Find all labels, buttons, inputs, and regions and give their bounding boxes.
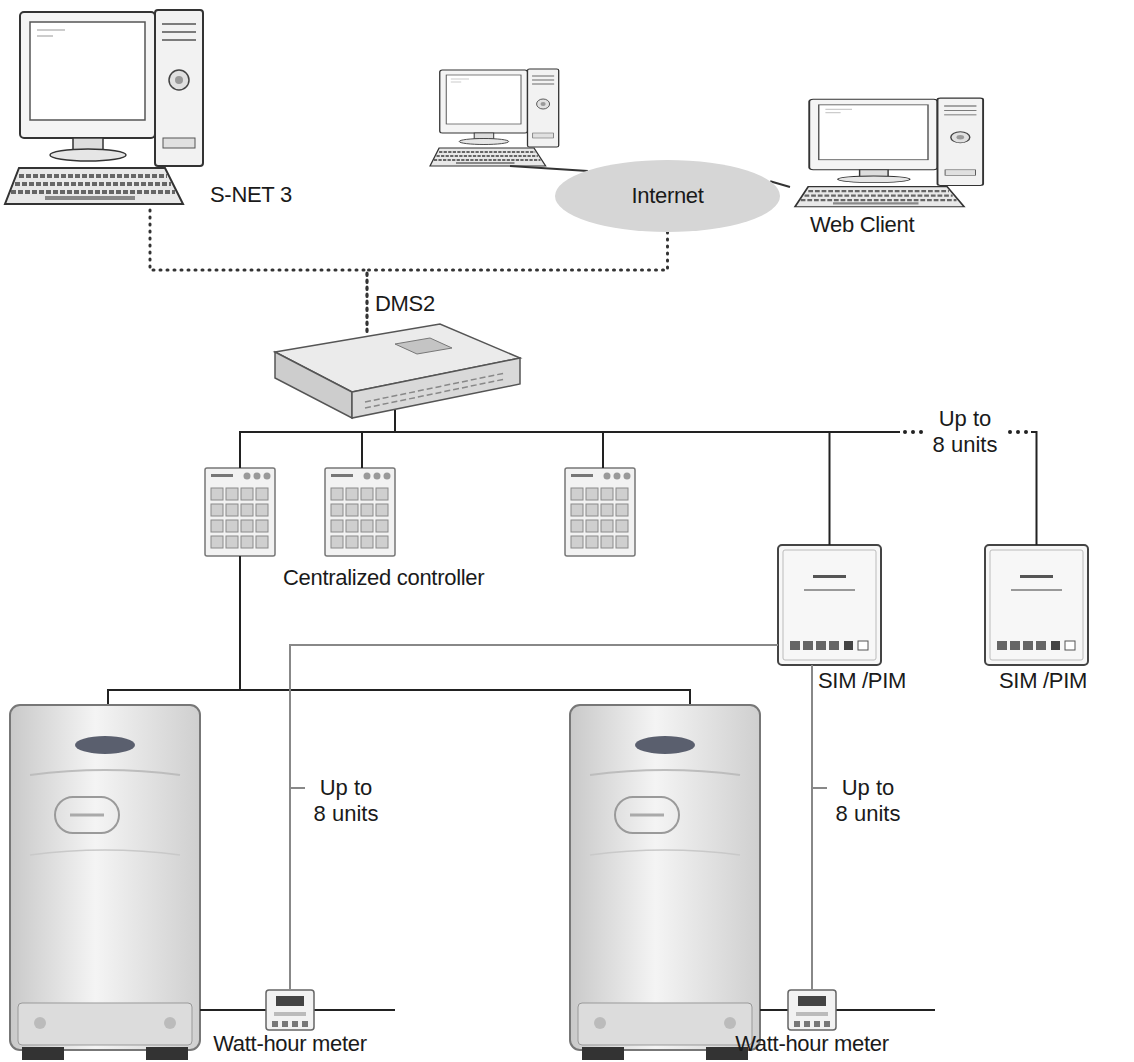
node-label: SIM /PIM <box>999 669 1087 694</box>
web-client-computer <box>795 98 983 207</box>
meter-device <box>266 990 314 1030</box>
meter-wire <box>290 645 778 990</box>
node-label: Web Client <box>810 213 914 238</box>
sim-pim-module: SIM /PIM <box>985 545 1088 665</box>
dotted-network-link <box>150 210 367 334</box>
outdoor-unit <box>570 705 760 1060</box>
centralized-controller: Centralized controller <box>205 468 275 556</box>
count-note: Up to 8 units <box>931 406 999 459</box>
bus-wire <box>240 410 395 468</box>
web-client-pc: Web Client <box>790 95 990 205</box>
dotted-network-link <box>367 232 668 334</box>
sim-pim-unit <box>985 545 1088 665</box>
dms2-device <box>275 324 520 418</box>
meter-device <box>788 990 836 1030</box>
node-label: DMS2 <box>375 292 435 317</box>
ellipse-shape <box>555 160 780 232</box>
node-label: Internet <box>631 184 703 209</box>
controller-wires <box>108 432 690 705</box>
sim-pim-module: SIM /PIM <box>778 545 881 665</box>
client-computer <box>430 69 559 166</box>
count-note: Up to 8 units <box>312 775 380 828</box>
node-label: SIM /PIM <box>818 669 906 694</box>
controller-unit <box>565 468 635 556</box>
watt-hour-meter: Watt-hour meter <box>788 990 836 1030</box>
node-label: Watt-hour meter <box>213 1032 367 1057</box>
dms2-controller: DMS2 <box>272 334 524 410</box>
node-label: Centralized controller <box>283 566 484 591</box>
network-wire <box>510 166 588 171</box>
s-net-computer <box>5 10 203 204</box>
count-note: Up to 8 units <box>834 775 902 828</box>
controller-unit <box>205 468 275 556</box>
meter-wire <box>811 665 813 990</box>
server-pc: S-NET 3 <box>5 5 205 210</box>
controller-unit <box>325 468 395 556</box>
outdoor-unit <box>10 705 200 1060</box>
watt-hour-meter: Watt-hour meter <box>266 990 314 1030</box>
node-label: S-NET 3 <box>210 183 292 208</box>
bus-wire <box>395 410 830 545</box>
internet-cloud: Internet <box>555 160 780 232</box>
node-label: Watt-hour meter <box>735 1032 889 1057</box>
sim-pim-unit <box>778 545 881 665</box>
